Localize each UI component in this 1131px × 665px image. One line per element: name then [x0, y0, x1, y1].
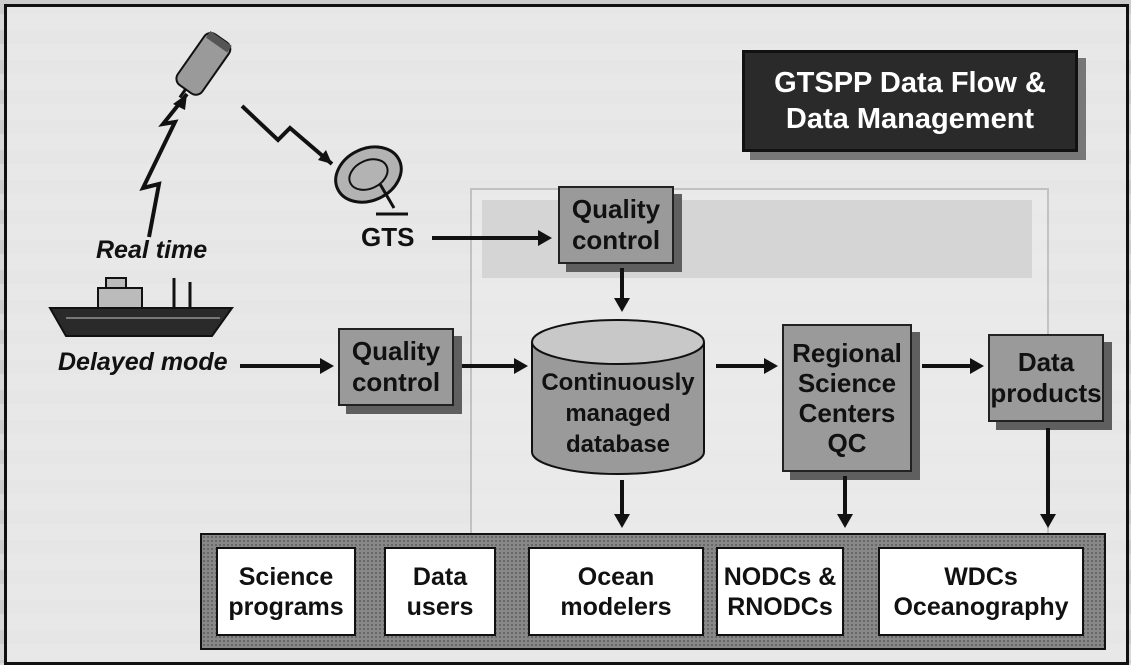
qc-delayed-line-2: control — [351, 367, 441, 397]
user-box-ocean-modelers: Ocean modelers — [528, 547, 704, 636]
arrow-rsc-to-users — [837, 476, 853, 528]
quality-control-top-box: Quality control — [558, 186, 674, 264]
user-line-1: Data — [412, 562, 468, 591]
diagram-title: GTSPP Data Flow & Data Management — [742, 50, 1078, 152]
data-products-box: Data products — [988, 334, 1104, 422]
regional-science-centers-box: Regional Science Centers QC — [782, 324, 912, 472]
satellite-dish-icon — [334, 145, 408, 216]
arrow-database-to-rsc — [716, 358, 778, 374]
database-label: Continuously managed database — [530, 367, 706, 460]
arrow-delayed-to-qc — [240, 358, 334, 374]
db-line-3: database — [565, 431, 671, 458]
rsc-line-1: Regional — [792, 338, 902, 368]
database-cylinder — [531, 319, 705, 475]
real-time-label: Real time — [96, 236, 208, 264]
arrow-qc-to-database — [462, 358, 528, 374]
user-line-1: WDCs — [944, 562, 1018, 591]
user-line-2: users — [406, 592, 474, 621]
user-box-wdcs: WDCs Oceanography — [878, 547, 1084, 636]
lightning-bolt-left-icon — [139, 92, 189, 238]
arrow-products-to-users — [1040, 428, 1056, 528]
arrow-qc-to-database-down — [614, 268, 630, 312]
qc-top-line-2: control — [571, 225, 661, 255]
rsc-line-4: QC — [827, 428, 867, 458]
qc-top-line-1: Quality — [571, 194, 661, 224]
quality-control-delayed-box: Quality control — [338, 328, 454, 406]
user-line-1: Ocean — [577, 562, 655, 591]
qc-delayed-line-1: Quality — [351, 336, 441, 366]
user-line-2: Oceanography — [893, 592, 1069, 621]
user-box-data-users: Data users — [384, 547, 496, 636]
rsc-line-2: Science — [797, 368, 897, 398]
user-box-science-programs: Science programs — [216, 547, 356, 636]
ship-icon — [48, 277, 234, 337]
user-line-2: RNODCs — [727, 592, 833, 621]
title-line-2: Data Management — [785, 103, 1035, 135]
arrow-database-to-users — [614, 480, 630, 528]
user-line-2: modelers — [560, 592, 672, 621]
gts-label: GTS — [361, 222, 415, 252]
db-line-1: Continuously — [541, 369, 695, 396]
title-line-1: GTSPP Data Flow & — [774, 67, 1046, 99]
user-line-1: Science — [238, 562, 334, 591]
satellite-icon — [175, 31, 232, 99]
delayed-mode-label: Delayed mode — [58, 348, 228, 376]
arrow-rsc-to-products — [922, 358, 984, 374]
user-box-nodcs: NODCs & RNODCs — [716, 547, 844, 636]
rsc-line-3: Centers — [798, 398, 896, 428]
data-products-line-2: products — [990, 378, 1102, 408]
data-products-line-1: Data — [1017, 347, 1075, 377]
arrow-gts-to-qc — [432, 230, 552, 246]
lightning-bolt-right-icon — [240, 104, 334, 166]
user-line-2: programs — [228, 592, 344, 621]
db-line-2: managed — [565, 400, 671, 427]
user-line-1: NODCs & — [723, 562, 837, 591]
